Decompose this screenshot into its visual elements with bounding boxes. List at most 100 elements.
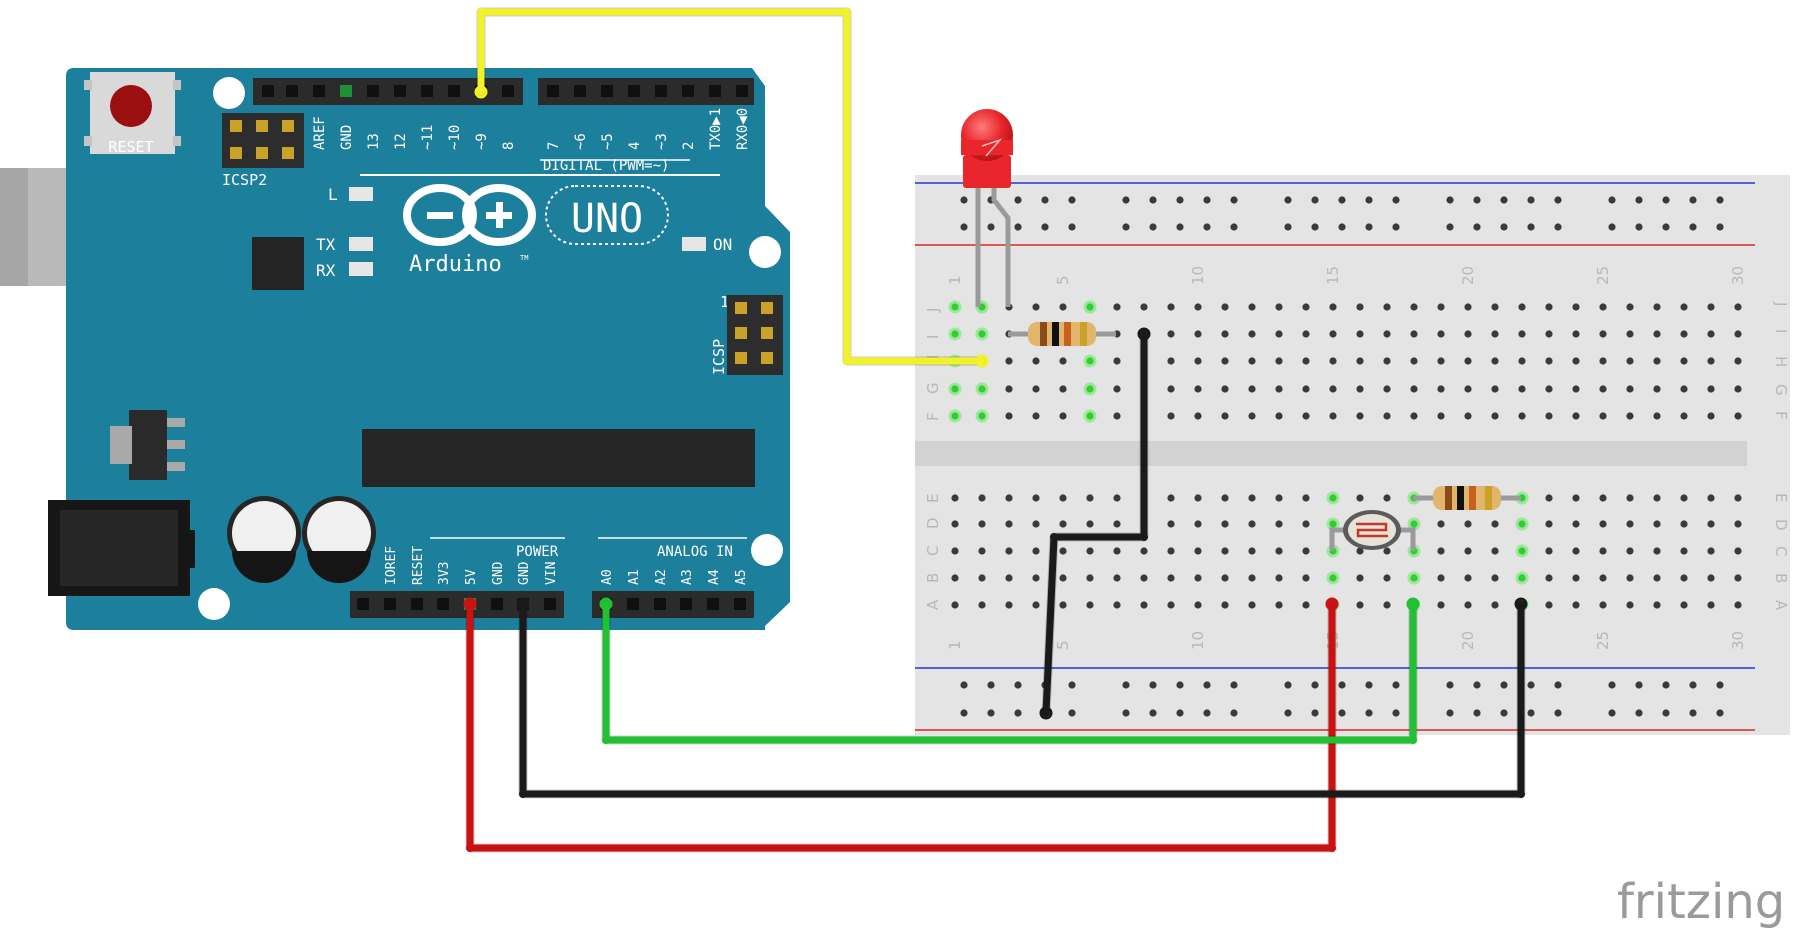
header-socket[interactable]: [627, 598, 639, 610]
wire-end: [1137, 327, 1151, 341]
breadboard-hole: [1491, 357, 1499, 365]
voltage-regulator: [129, 410, 167, 480]
breadboard-hole: [978, 330, 986, 338]
power-header-label: POWER: [516, 544, 559, 560]
breadboard-hole: [1221, 547, 1229, 555]
breadboard-hole: [1500, 681, 1508, 689]
breadboard-hole: [1608, 709, 1616, 717]
row-letter-left: D: [924, 517, 942, 529]
wire-end: [1406, 597, 1420, 611]
breadboard-hole: [1707, 574, 1715, 582]
header-socket[interactable]: [707, 598, 719, 610]
header-socket[interactable]: [286, 85, 298, 97]
icsp2-pin: [282, 120, 294, 132]
header-socket[interactable]: [367, 85, 379, 97]
power-pin-label: GND: [491, 561, 506, 585]
breadboard-hole: [960, 196, 968, 204]
breadboard-hole: [1653, 520, 1661, 528]
header-socket[interactable]: [628, 85, 640, 97]
breadboard-hole: [987, 223, 995, 231]
header-socket[interactable]: [448, 85, 460, 97]
breadboard-hole: [1626, 330, 1634, 338]
breadboard-hole: [1626, 601, 1634, 609]
header-socket[interactable]: [655, 85, 667, 97]
digital-pin-label: ~5: [600, 133, 616, 150]
led-rx-label: RX: [316, 261, 336, 280]
header-socket[interactable]: [680, 598, 692, 610]
breadboard-hole: [1716, 681, 1724, 689]
mounting-hole: [749, 236, 781, 268]
breadboard-hole: [1599, 574, 1607, 582]
breadboard-hole: [960, 709, 968, 717]
column-number-bottom: 20: [1459, 631, 1477, 650]
breadboard-hole: [1626, 520, 1634, 528]
header-socket[interactable]: [544, 598, 556, 610]
breadboard-hole: [1734, 303, 1742, 311]
row-letter-right: I: [1772, 329, 1790, 333]
row-letter-left: C: [924, 546, 942, 556]
header-socket[interactable]: [709, 85, 721, 97]
header-socket[interactable]: [421, 85, 433, 97]
header-socket[interactable]: [491, 598, 503, 610]
uno-badge: [545, 185, 669, 245]
header-socket[interactable]: [574, 85, 586, 97]
breadboard-hole: [1248, 385, 1256, 393]
header-socket[interactable]: [654, 598, 666, 610]
board-pcb: [66, 68, 790, 630]
header-socket[interactable]: [682, 85, 694, 97]
breadboard-hole: [1635, 681, 1643, 689]
header-socket[interactable]: [437, 598, 449, 610]
breadboard-hole: [1437, 357, 1445, 365]
mounting-hole: [213, 77, 245, 109]
header-socket[interactable]: [601, 85, 613, 97]
header-socket[interactable]: [547, 85, 559, 97]
mounting-hole: [751, 534, 783, 566]
breadboard-hole: [1356, 357, 1364, 365]
digital-pin-label: 4: [627, 142, 643, 150]
breadboard-hole: [1680, 385, 1688, 393]
breadboard-hole: [1707, 330, 1715, 338]
power-header: [350, 591, 564, 618]
header-socket[interactable]: [736, 85, 748, 97]
breadboard-hole: [1680, 494, 1688, 502]
breadboard-hole: [978, 520, 986, 528]
header-socket[interactable]: [502, 85, 514, 97]
breadboard-hole: [1329, 385, 1337, 393]
breadboard-hole: [1167, 385, 1175, 393]
breadboard-hole: [951, 330, 959, 338]
breadboard-hole: [1311, 709, 1319, 717]
header-socket[interactable]: [313, 85, 325, 97]
row-letter-right: H: [1772, 356, 1790, 367]
breadboard-hole: [1302, 412, 1310, 420]
breadboard-hole: [1437, 601, 1445, 609]
header-socket[interactable]: [394, 85, 406, 97]
header-socket[interactable]: [734, 598, 746, 610]
breadboard-hole: [1662, 709, 1670, 717]
wire-bend: [519, 790, 527, 798]
icsp2-pin: [230, 147, 242, 159]
header-socket[interactable]: [262, 85, 274, 97]
usb-chip: [252, 237, 304, 290]
breadboard-hole: [1545, 494, 1553, 502]
breadboard-hole: [1356, 385, 1364, 393]
resistor-band: [1040, 322, 1047, 346]
header-socket[interactable]: [411, 598, 423, 610]
header-socket[interactable]: [357, 598, 369, 610]
led-body: [963, 155, 1011, 188]
wire-end: [1514, 597, 1528, 611]
header-socket[interactable]: [340, 85, 352, 97]
reset-button[interactable]: [110, 85, 152, 127]
breadboard-hole: [1545, 601, 1553, 609]
led-rx: [349, 262, 373, 276]
header-socket[interactable]: [384, 598, 396, 610]
breadboard-hole: [1464, 547, 1472, 555]
column-number-top: 5: [1054, 275, 1072, 285]
breadboard-hole: [1356, 547, 1364, 555]
breadboard-hole: [1113, 574, 1121, 582]
breadboard-hole: [1464, 412, 1472, 420]
breadboard-hole: [1365, 709, 1373, 717]
breadboard-hole: [1734, 520, 1742, 528]
breadboard-hole: [1086, 574, 1094, 582]
breadboard-hole: [1608, 681, 1616, 689]
breadboard-hole: [1032, 574, 1040, 582]
